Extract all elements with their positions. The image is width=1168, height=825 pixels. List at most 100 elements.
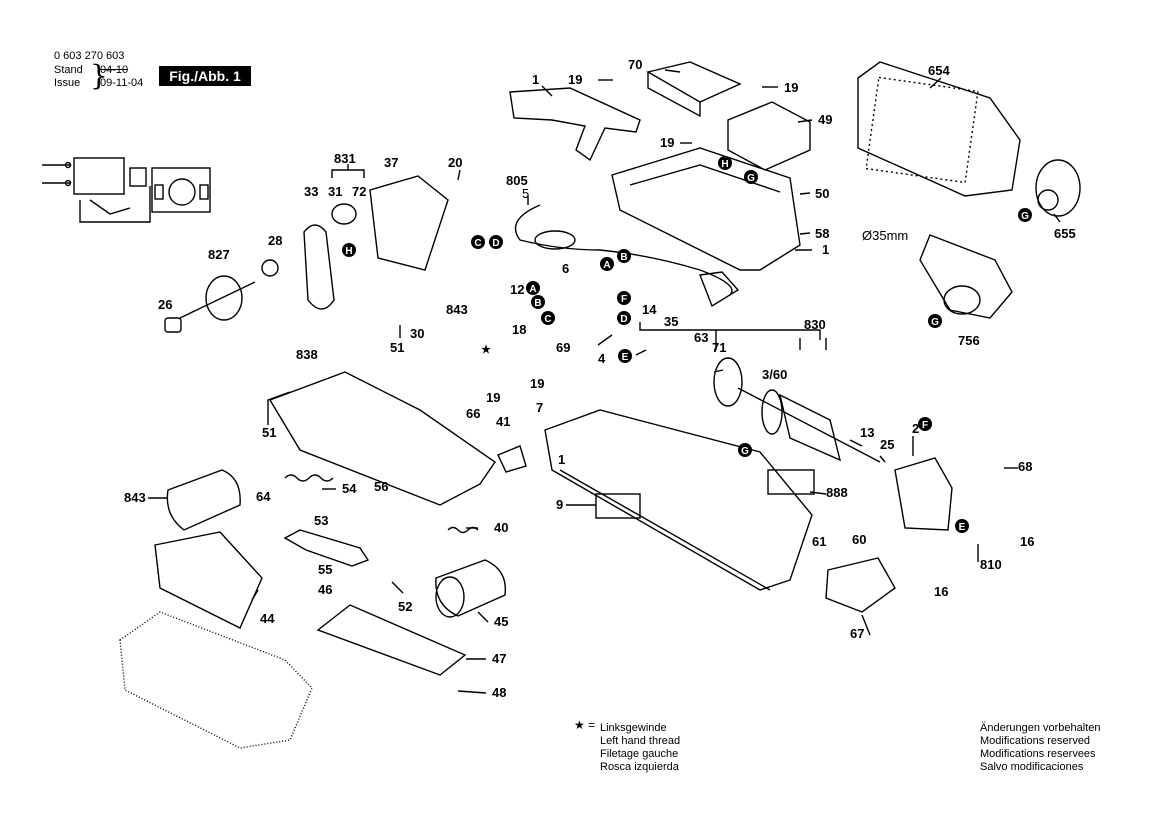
svg-text:E: E [622,352,629,363]
svg-text:A: A [603,260,610,271]
marker-c2: C [541,311,555,325]
part-label-60: 60 [852,532,867,547]
legend: Linksgewinde Left hand thread Filetage g… [600,722,680,774]
lower-housing [544,409,813,591]
base-frame [268,371,496,506]
wiring-schematic [42,157,211,223]
part-label-44: 44 [260,611,275,626]
marker-g2: G [1018,208,1032,222]
part-label-53: 53 [314,513,329,528]
part-label-19: 19 [784,80,799,95]
marker-g4: G [738,443,752,457]
part-label-843: 843 [446,302,468,317]
marker-b2: B [531,295,545,309]
marker-c1: C [471,235,485,249]
part-label-2: 2 [912,421,920,436]
notice-line: Modifications reservees [980,748,1096,760]
part-label-654: 654 [928,63,950,78]
part-label-838: 838 [296,347,318,362]
part-label-1: 1 [822,242,830,257]
part-label-810: 810 [980,557,1002,572]
legend-line: Rosca izquierda [600,761,679,773]
part-label-18: 18 [512,322,527,337]
stand-value: 04-10 [100,64,129,76]
part-label-55: 55 [318,562,333,577]
figure-label: Fig./Abb. 1 [159,66,251,86]
part-label-40: 40 [494,520,509,535]
part-label-58: 58 [815,226,830,241]
part-label-45: 45 [494,614,509,629]
part-label-25: 25 [880,437,895,452]
legend-symbol: ★ = [574,718,596,732]
part-label-888: 888 [826,485,848,500]
svg-text:B: B [620,252,627,263]
part-label-16: 16 [1020,534,1035,549]
issue-label: Issue [54,77,81,89]
part-label-66: 66 [466,406,481,421]
part-label-51: 51 [390,340,405,355]
brace-symbol: } [90,59,108,92]
part-label-35mm: Ø35mm [862,228,909,243]
part-label-50: 50 [815,186,830,201]
part-label-71: 71 [712,340,727,355]
part-label-12: 12 [510,282,525,297]
part-label-14: 14 [642,302,657,317]
legend-line: Filetage gauche [600,748,679,760]
svg-text:D: D [620,314,627,325]
svg-text:E: E [959,522,966,533]
marker-f1: F [617,291,631,305]
part-label-67: 67 [850,626,865,641]
part-label-19: 19 [530,376,545,391]
svg-text:F: F [922,420,928,431]
svg-text:G: G [747,173,755,184]
part-label-19: 19 [568,72,583,87]
notice-line: Modifications reserved [980,735,1091,747]
marker-h1: H [718,156,732,170]
marker-b1: B [617,249,631,263]
part-label-1: 1 [558,452,566,467]
part-label-655: 655 [1054,226,1076,241]
part-label-30: 30 [410,326,425,341]
part-label-831: 831 [334,151,356,166]
svg-text:★: ★ [481,344,491,356]
svg-text:H: H [345,246,352,257]
part-label-805: 805 [506,173,528,188]
stand-label: Stand [54,64,83,76]
part-label-843: 843 [124,490,146,505]
marker-a1: A [600,257,614,271]
marker-d2: D [617,311,631,325]
marker-g1: G [744,170,758,184]
part-label-6: 6 [562,261,570,276]
part-label-54: 54 [342,481,357,496]
part-label-35: 35 [664,314,679,329]
part-label-20: 20 [448,155,463,170]
part-label-72: 72 [352,184,367,199]
part-label-31: 31 [328,184,343,199]
svg-text:D: D [492,238,499,249]
marker-d1: D [489,235,503,249]
part-label-41: 41 [496,414,511,429]
legend-line: Linksgewinde [600,722,667,734]
svg-text:C: C [474,238,481,249]
part-label-47: 47 [492,651,507,666]
legend-line: Left hand thread [600,735,681,747]
part-label-827: 827 [208,247,230,262]
notice-line: Änderungen vorbehalten [980,722,1101,734]
part-label-5: 5 [522,186,530,201]
svg-text:G: G [741,446,749,457]
part-label-4: 4 [598,351,606,366]
marker-e2: E [955,519,969,533]
marker-star: ★ [481,344,491,356]
part-label-28: 28 [268,233,283,248]
part-label-13: 13 [860,425,875,440]
part-label-19: 19 [486,390,501,405]
modifications-notice: Änderungen vorbehalten Modifications res… [980,722,1100,774]
marker-e1: E [618,349,632,363]
part-number: 0 603 270 603 [54,50,125,62]
marker-a2: A [526,281,540,295]
marker-h2: H [342,243,356,257]
part-label-3-60: 3/60 [762,367,788,382]
marker-f2: F [918,417,932,431]
svg-text:A: A [529,284,536,295]
